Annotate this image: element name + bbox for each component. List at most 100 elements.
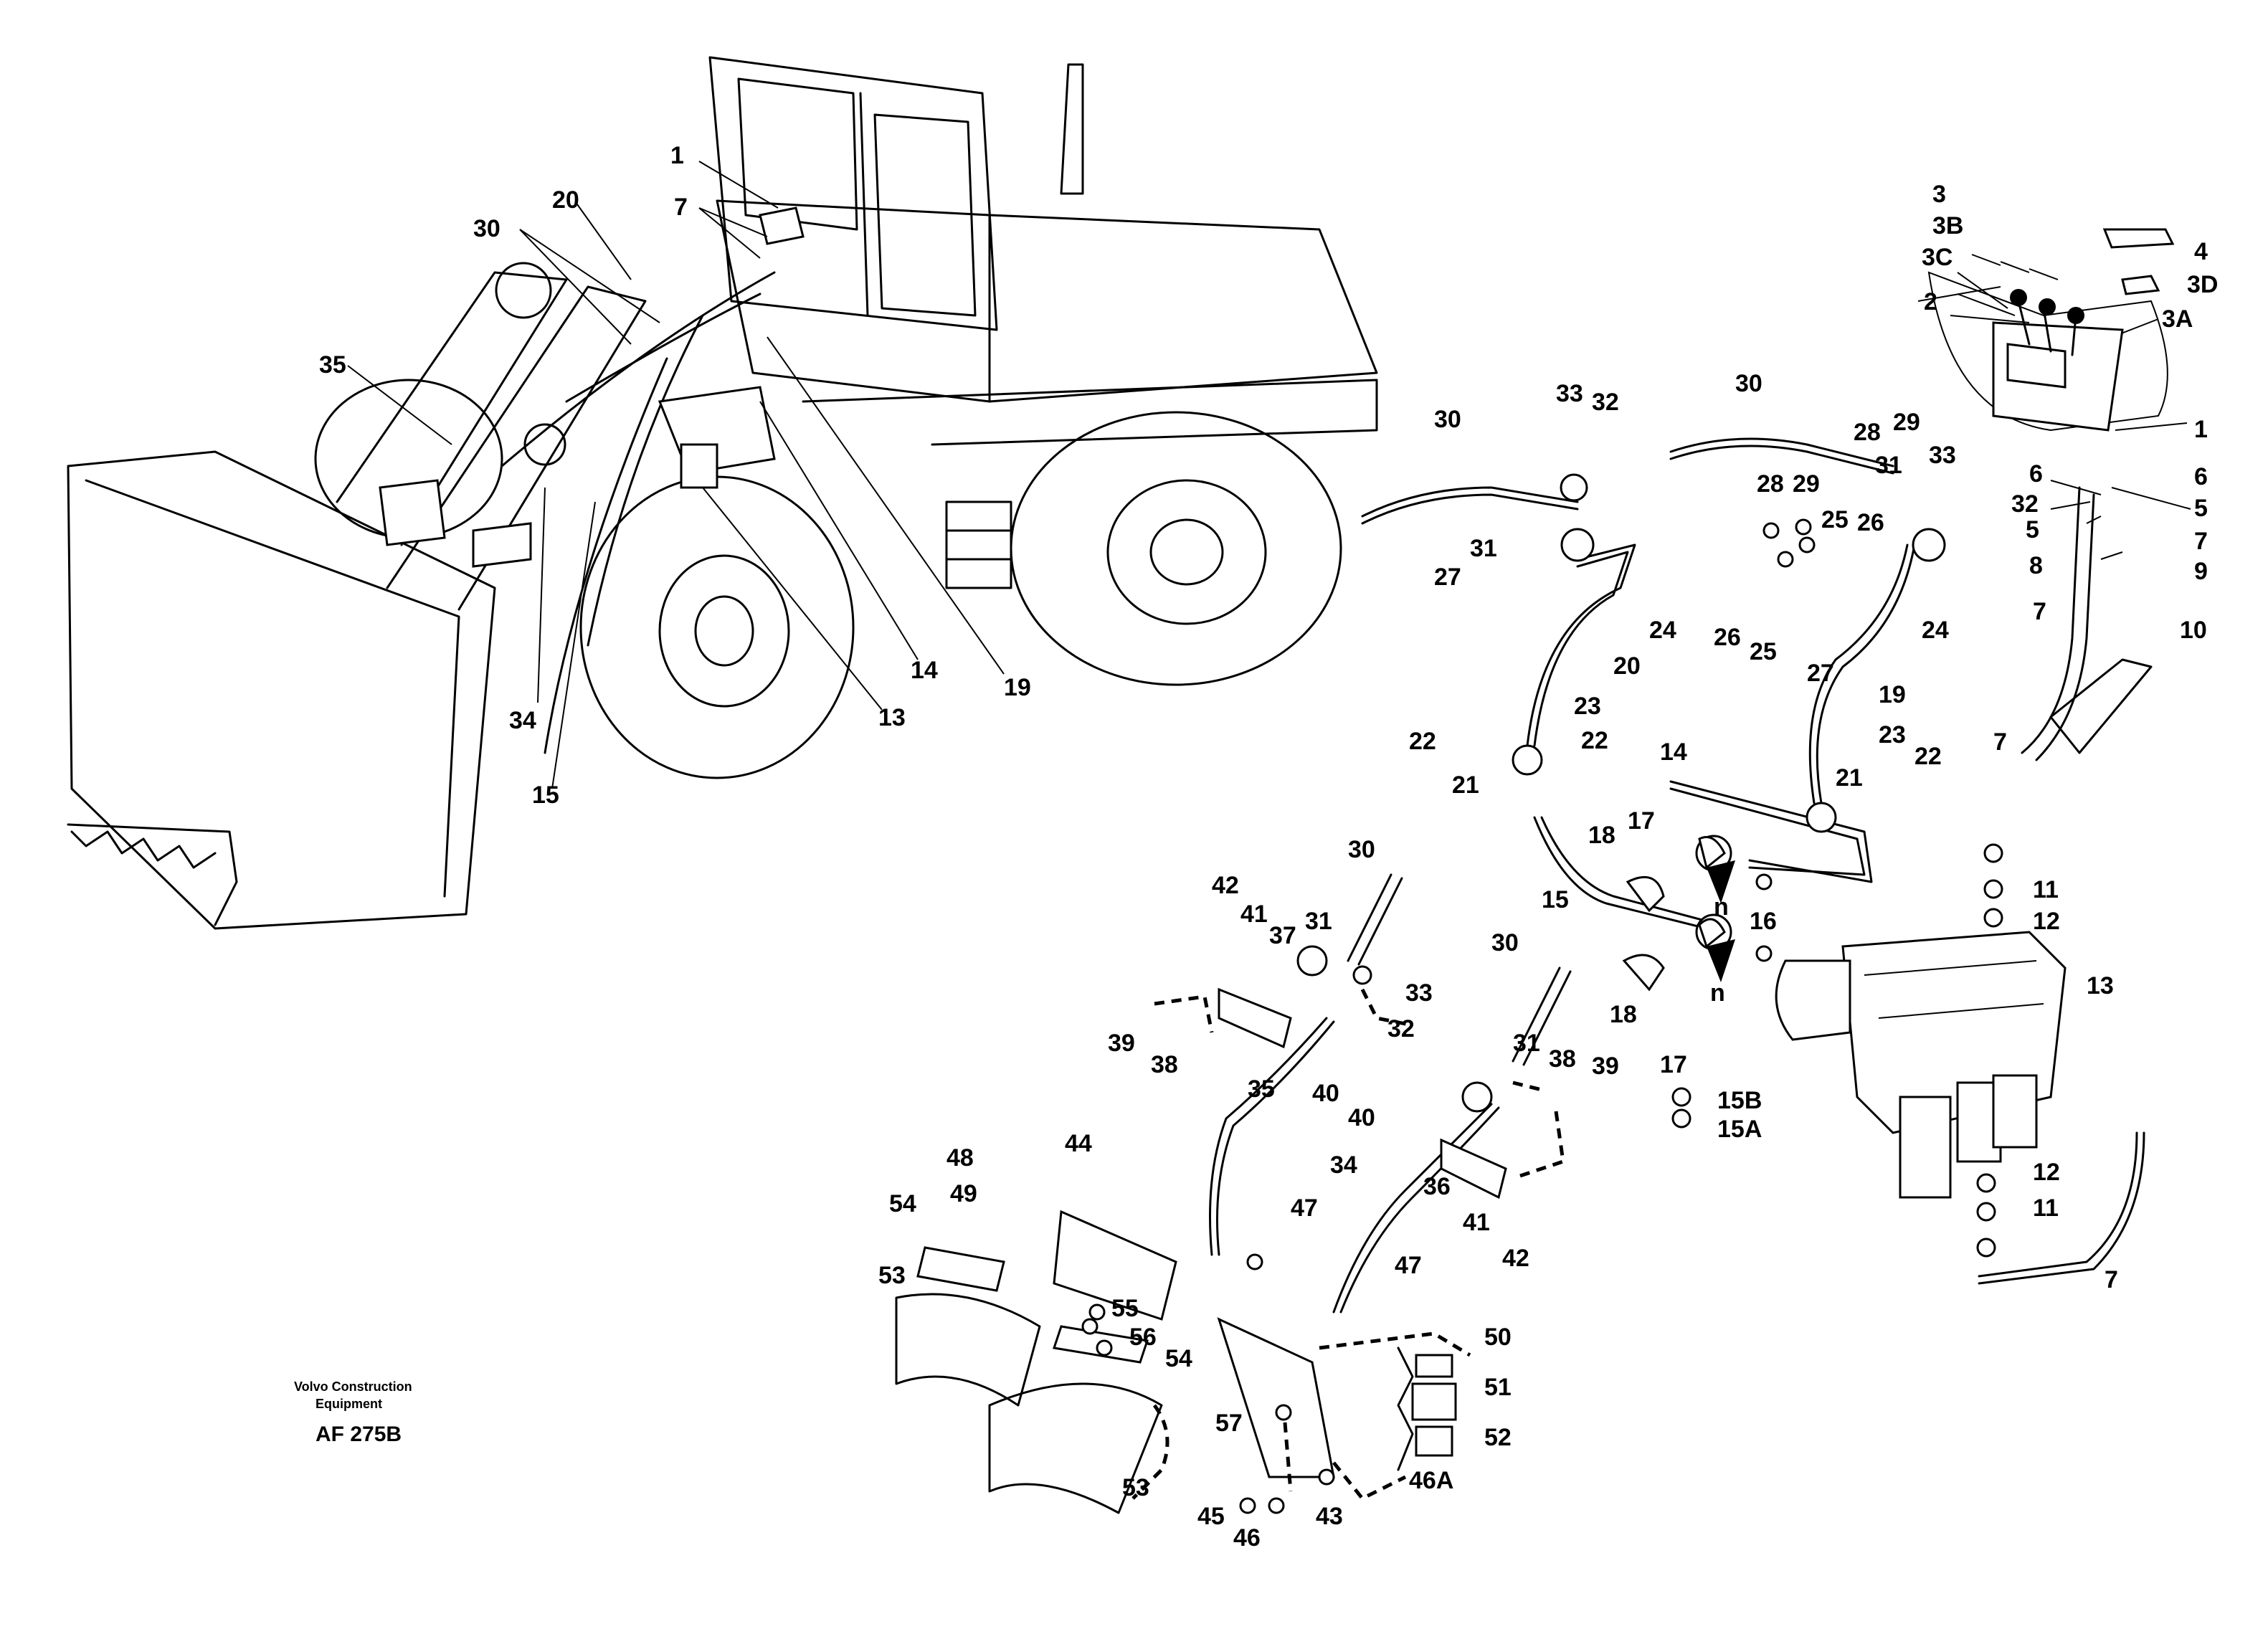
callout-46: 46 <box>1233 1524 1261 1552</box>
callout-3C: 3C <box>1922 244 1953 271</box>
callout-55: 55 <box>1111 1295 1139 1322</box>
callout-34: 34 <box>509 707 536 734</box>
callout-42-a: 42 <box>1212 872 1239 899</box>
callout-14: 14 <box>911 657 938 684</box>
callout-37: 37 <box>1269 922 1296 949</box>
callout-5-left: 5 <box>2026 516 2039 543</box>
callout-43: 43 <box>1316 1503 1343 1530</box>
callout-12-a: 12 <box>2033 908 2060 935</box>
callout-29-a: 29 <box>1793 470 1820 498</box>
callout-3: 3 <box>1932 181 1946 208</box>
callout-40-a: 40 <box>1312 1080 1339 1107</box>
callout-1-right: 1 <box>2194 416 2208 443</box>
callout-32-c: 32 <box>1387 1015 1415 1042</box>
callout-54-b: 54 <box>1165 1345 1192 1372</box>
callout-9: 9 <box>2194 558 2208 585</box>
callout-13: 13 <box>878 704 906 731</box>
callout-7-u: 7 <box>2105 1266 2118 1293</box>
callout-7-right: 7 <box>2194 528 2208 555</box>
callout-30: 30 <box>473 215 500 242</box>
callout-15A: 15A <box>1717 1116 1762 1143</box>
callout-25-b: 25 <box>1821 506 1849 533</box>
callout-32-a: 32 <box>1592 389 1619 416</box>
callout-21-b: 21 <box>1836 764 1863 792</box>
callout-18-a: 18 <box>1588 822 1615 849</box>
callout-31-c: 31 <box>1305 908 1332 935</box>
callout-47-a: 47 <box>1291 1194 1318 1222</box>
fender-brackets <box>895 987 1565 1514</box>
callout-52: 52 <box>1484 1424 1512 1451</box>
callout-57: 57 <box>1215 1410 1243 1437</box>
callout-46A: 46A <box>1409 1467 1453 1494</box>
fittings-and-clamps <box>1081 473 2003 1514</box>
callout-3A: 3A <box>2162 305 2193 333</box>
callout-27-b: 27 <box>1807 660 1834 687</box>
callout-13-b: 13 <box>2087 972 2114 999</box>
callout-30-b: 30 <box>1434 406 1461 433</box>
callout-16: 16 <box>1750 908 1777 935</box>
callout-23-b: 23 <box>1879 721 1906 749</box>
callout-28-a: 28 <box>1757 470 1784 498</box>
publisher-line-2: Equipment <box>315 1397 382 1411</box>
callout-4: 4 <box>2194 238 2208 265</box>
wheel-loader-illustration <box>67 56 1378 930</box>
callout-18-b: 18 <box>1610 1001 1637 1028</box>
callout-31-a: 31 <box>1470 535 1497 562</box>
callout-47-b: 47 <box>1395 1252 1422 1279</box>
callout-15-b: 15 <box>1542 886 1569 913</box>
callout-26-a: 26 <box>1714 624 1741 651</box>
callout-33-c: 33 <box>1405 979 1433 1007</box>
callout-44: 44 <box>1065 1130 1092 1157</box>
hoses-and-pipes <box>1209 437 2153 1314</box>
control-valve-13 <box>1775 931 2067 1199</box>
callout-n-b: n <box>1710 979 1725 1007</box>
callout-34-b: 34 <box>1330 1151 1357 1179</box>
callout-3B: 3B <box>1932 212 1963 239</box>
part-callout-labels: 1 7 20 30 35 14 19 13 34 15 3 3B 3C 4 3D… <box>319 142 2218 1552</box>
callout-39-a: 39 <box>1108 1030 1135 1057</box>
callout-54-a: 54 <box>889 1190 916 1217</box>
callout-51: 51 <box>1484 1374 1512 1401</box>
control-lever-assembly <box>1927 228 2175 432</box>
callout-31-d: 31 <box>1513 1030 1540 1057</box>
callout-22-a: 22 <box>1409 728 1436 755</box>
callout-15B: 15B <box>1717 1087 1762 1114</box>
callout-38-a: 38 <box>1151 1051 1178 1078</box>
leader-lines <box>347 161 2191 789</box>
callout-33-b: 33 <box>1929 442 1956 469</box>
callout-3D: 3D <box>2187 271 2218 298</box>
callout-17-b: 17 <box>1660 1051 1687 1078</box>
callout-41-b: 41 <box>1463 1209 1490 1236</box>
callout-42-b: 42 <box>1502 1245 1529 1272</box>
callout-15: 15 <box>532 782 559 809</box>
callout-11-a: 11 <box>2033 876 2059 903</box>
callout-20: 20 <box>552 186 579 214</box>
callout-10: 10 <box>2180 617 2207 644</box>
callout-19-b: 19 <box>1879 681 1906 708</box>
callout-30-d: 30 <box>1348 836 1375 863</box>
callout-2: 2 <box>1924 288 1937 315</box>
callout-5-right: 5 <box>2194 495 2208 522</box>
callout-56: 56 <box>1129 1324 1157 1351</box>
callout-23-a: 23 <box>1574 693 1601 720</box>
callout-49: 49 <box>950 1180 977 1207</box>
callout-1: 1 <box>670 142 684 169</box>
callout-50: 50 <box>1484 1324 1512 1351</box>
callout-22-c: 22 <box>1914 743 1942 770</box>
callout-7-hose: 7 <box>2033 598 2046 625</box>
callout-33-a: 33 <box>1556 380 1583 407</box>
drawing-code: AF 275B <box>315 1422 402 1446</box>
callout-36: 36 <box>1423 1173 1451 1200</box>
callout-53-b: 53 <box>1122 1474 1149 1501</box>
callout-12-b: 12 <box>2033 1159 2060 1186</box>
callout-24-a: 24 <box>1649 617 1676 644</box>
callout-30-c: 30 <box>1735 370 1762 397</box>
callout-19: 19 <box>1004 674 1031 701</box>
publisher-mark: Volvo Construction Equipment AF 275B <box>294 1379 412 1446</box>
callout-14-b: 14 <box>1660 738 1687 766</box>
callout-31-b: 31 <box>1875 452 1902 479</box>
callout-41-a: 41 <box>1240 901 1268 928</box>
callout-28-b: 28 <box>1854 419 1881 446</box>
callout-35: 35 <box>319 351 346 379</box>
